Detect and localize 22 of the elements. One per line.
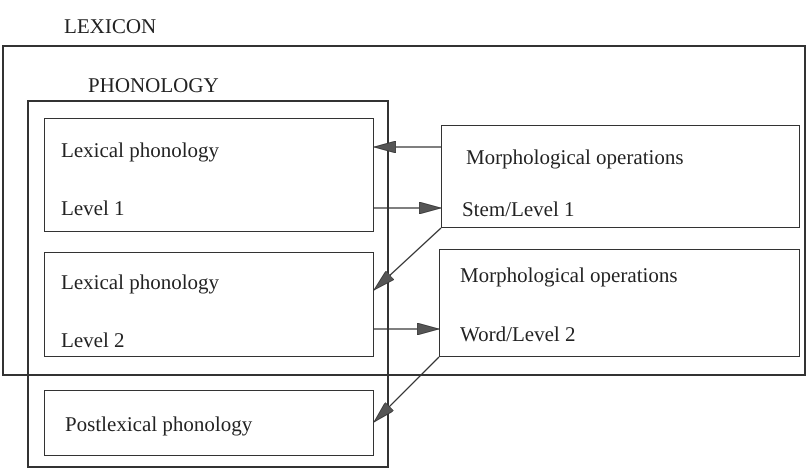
box-title: Lexical phonology xyxy=(61,137,220,163)
process-box xyxy=(44,252,374,357)
box-title: Postlexical phonology xyxy=(65,411,252,437)
box-subtitle: Level 2 xyxy=(61,327,125,353)
arrow xyxy=(374,140,441,154)
box-title: Morphological operations xyxy=(466,144,684,170)
process-box xyxy=(44,390,374,456)
arrow xyxy=(374,356,440,422)
box-subtitle: Stem/Level 1 xyxy=(462,196,575,222)
group-heading: LEXICON xyxy=(64,13,156,39)
box-subtitle: Word/Level 2 xyxy=(460,321,576,347)
arrow xyxy=(374,322,440,336)
group-box xyxy=(27,100,389,468)
process-box xyxy=(441,125,800,228)
box-title: Morphological operations xyxy=(460,262,678,288)
group-heading: PHONOLOGY xyxy=(88,72,219,98)
process-box xyxy=(44,118,374,232)
process-box xyxy=(439,249,800,357)
box-subtitle: Level 1 xyxy=(61,195,125,221)
box-title: Lexical phonology xyxy=(61,269,220,295)
arrow xyxy=(374,228,442,290)
arrow xyxy=(374,202,442,214)
